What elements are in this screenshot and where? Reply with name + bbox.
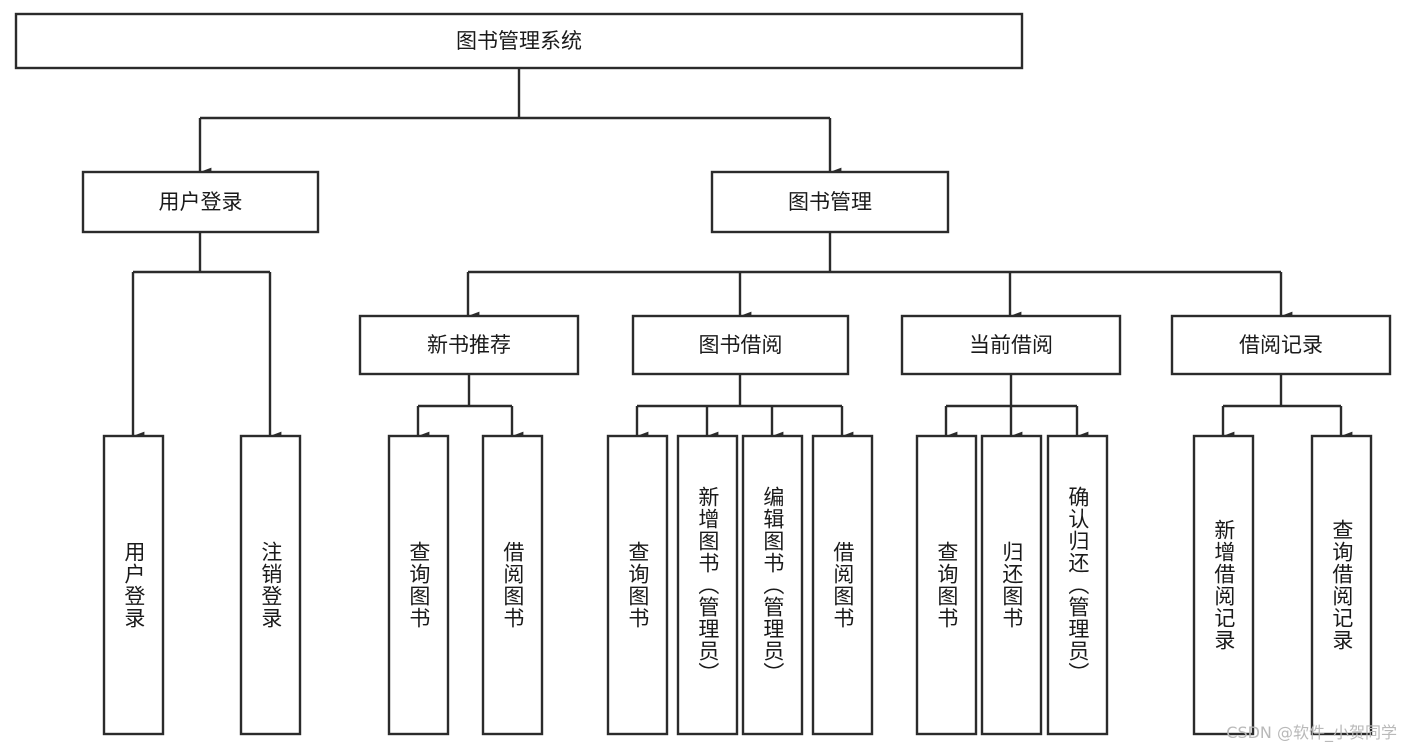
- node-label-level2-1: 图书借阅: [699, 333, 783, 357]
- node-box-leaf-11[interactable]: [1192, 434, 1255, 736]
- node-box-level2-2[interactable]: [900, 314, 1122, 376]
- node-label-level2-0: 新书推荐: [427, 333, 511, 357]
- node-box-leaf-5[interactable]: [676, 434, 739, 736]
- node-label-level1-0: 用户登录: [159, 190, 243, 214]
- node-label-level2-2: 当前借阅: [969, 333, 1053, 357]
- csdn-watermark: CSDN @软件_小贺同学: [1226, 723, 1397, 742]
- node-box-level2-0[interactable]: [358, 314, 580, 376]
- node-box-leaf-7[interactable]: [811, 434, 874, 736]
- boxes-layer: [14, 12, 1392, 736]
- node-box-leaf-10[interactable]: [1046, 434, 1109, 736]
- node-box-level2-3[interactable]: [1170, 314, 1392, 376]
- node-box-level1-0[interactable]: [81, 170, 320, 234]
- node-box-leaf-0[interactable]: [102, 434, 165, 736]
- node-box-leaf-6[interactable]: [741, 434, 804, 736]
- node-box-leaf-8[interactable]: [915, 434, 978, 736]
- node-label-root: 图书管理系统: [456, 29, 582, 53]
- node-box-leaf-4[interactable]: [606, 434, 669, 736]
- node-box-leaf-3[interactable]: [481, 434, 544, 736]
- node-box-level1-1[interactable]: [710, 170, 950, 234]
- node-label-level2-3: 借阅记录: [1239, 333, 1323, 357]
- node-box-leaf-2[interactable]: [387, 434, 450, 736]
- node-box-root[interactable]: [14, 12, 1024, 70]
- node-box-leaf-12[interactable]: [1310, 434, 1373, 736]
- node-box-leaf-1[interactable]: [239, 434, 302, 736]
- connectors-layer: [131, 68, 1353, 441]
- node-label-level1-1: 图书管理: [788, 190, 872, 214]
- node-box-leaf-9[interactable]: [980, 434, 1043, 736]
- node-box-level2-1[interactable]: [631, 314, 850, 376]
